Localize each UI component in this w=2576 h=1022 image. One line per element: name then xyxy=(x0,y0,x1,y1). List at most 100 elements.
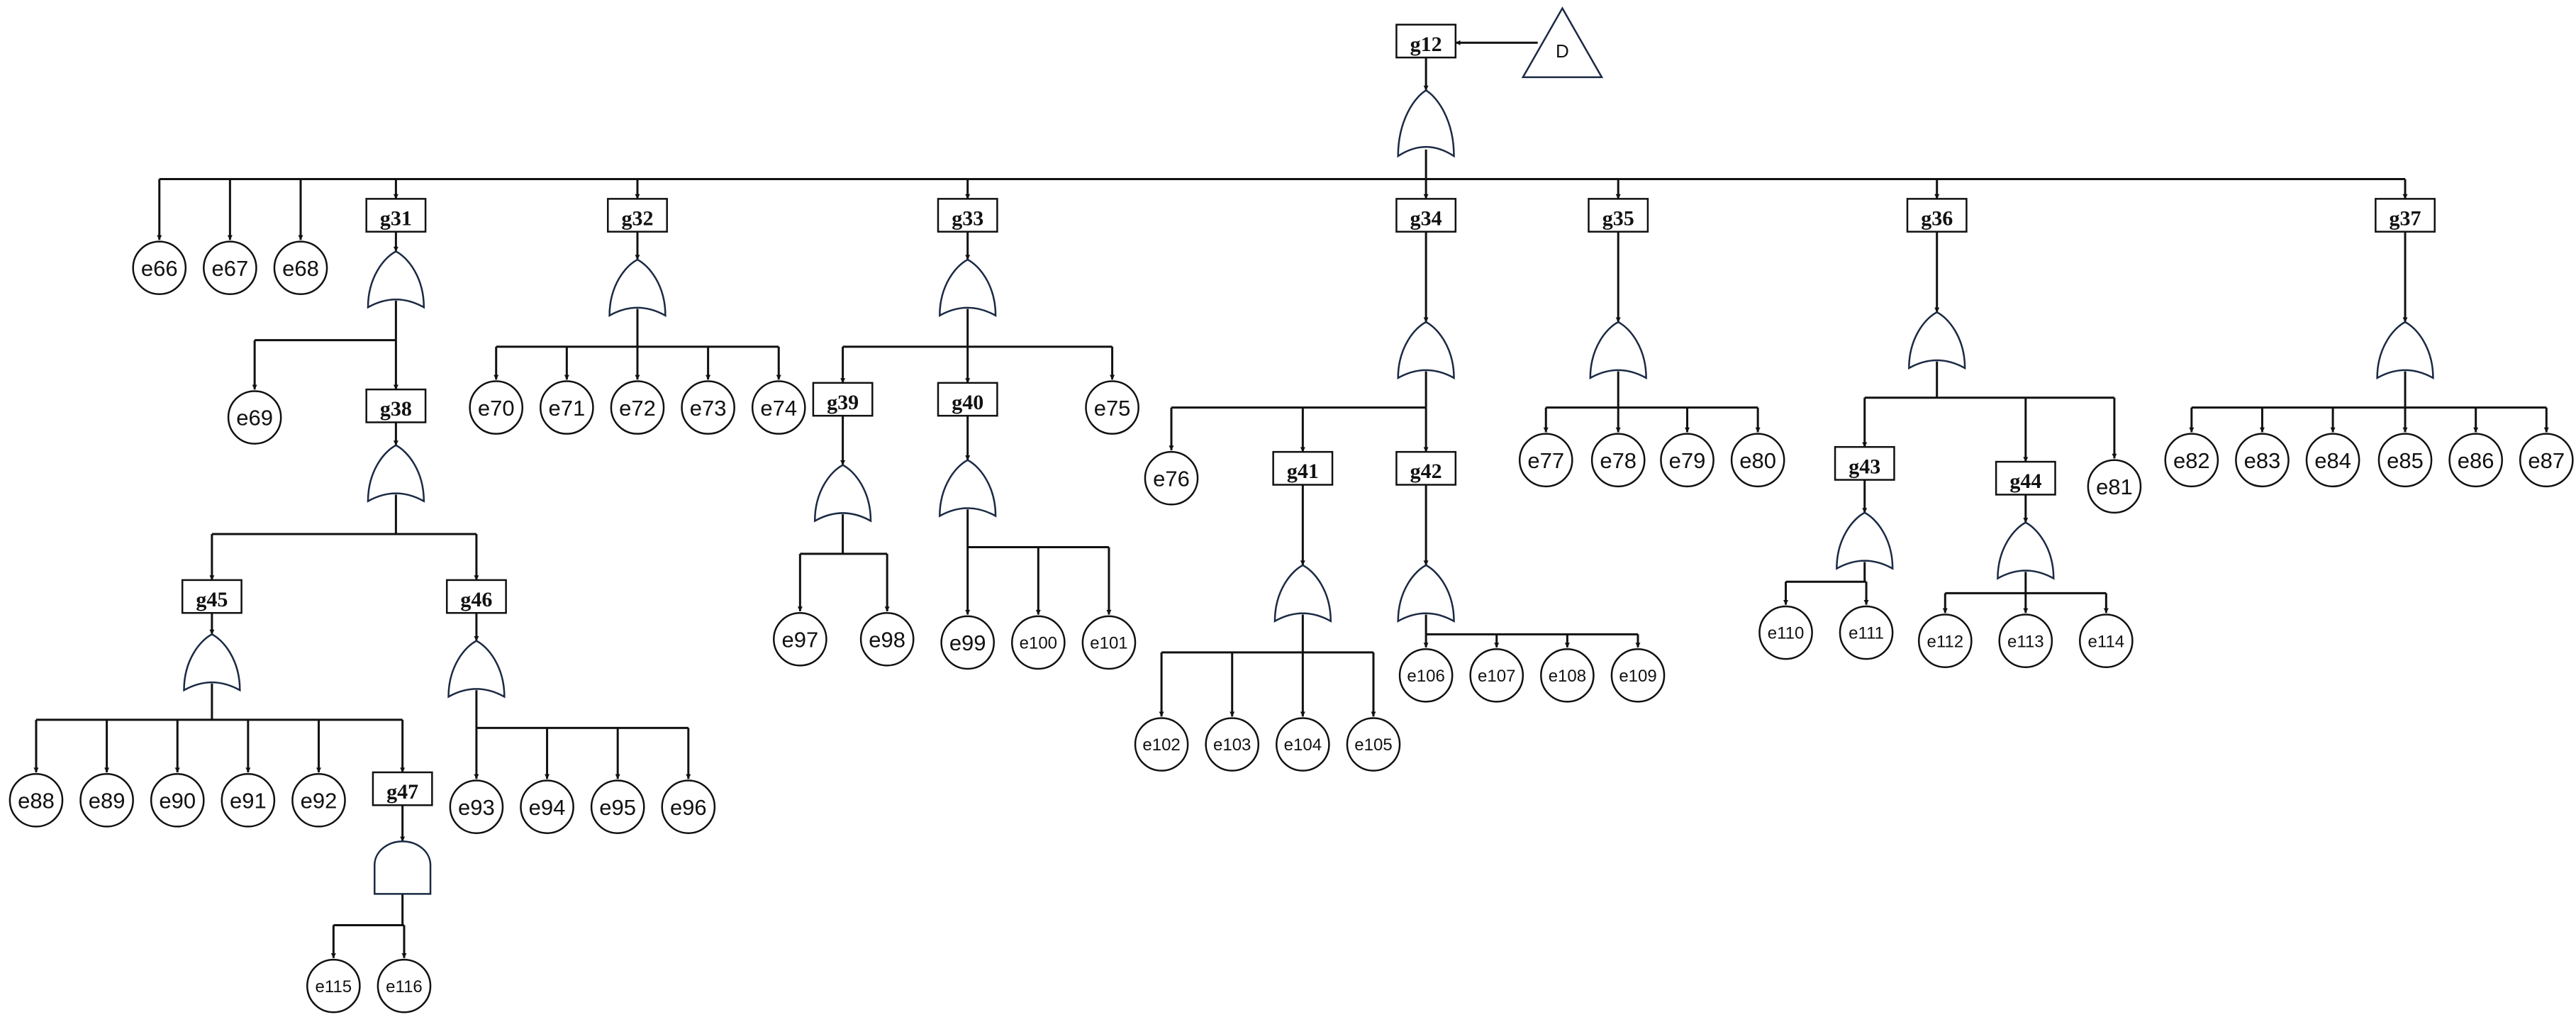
event-e77: e77 xyxy=(1518,433,1573,488)
or-gate-symbol xyxy=(447,640,506,699)
or-gate-symbol xyxy=(608,258,667,317)
event-e105: e105 xyxy=(1346,717,1401,772)
e102-label: e102 xyxy=(1142,735,1180,755)
basic-event-circle xyxy=(1540,648,1595,703)
event-e78: e78 xyxy=(1590,433,1646,488)
g41-box xyxy=(1272,450,1334,486)
e66-label: e66 xyxy=(141,256,178,281)
basic-event-circle xyxy=(610,380,665,435)
g42-label: g42 xyxy=(1410,460,1442,483)
event-e76: e76 xyxy=(1144,450,1199,506)
gate-g36: g36 xyxy=(1906,198,1968,370)
event-e90: e90 xyxy=(150,773,205,828)
g43-label: g43 xyxy=(1849,455,1880,478)
g44-label: g44 xyxy=(2009,470,2041,493)
e100-label: e100 xyxy=(1020,634,1057,653)
e69-label: e69 xyxy=(236,406,273,431)
gate-g45: g45 xyxy=(181,579,242,692)
g46-box xyxy=(445,579,507,614)
e108-label: e108 xyxy=(1549,667,1586,686)
event-e96: e96 xyxy=(661,779,716,834)
event-e109: e109 xyxy=(1610,648,1666,703)
event-e103: e103 xyxy=(1205,717,1260,772)
g38-box xyxy=(365,388,427,423)
gate-g41: g41 xyxy=(1272,450,1334,623)
event-e102: e102 xyxy=(1134,717,1189,772)
g44-box xyxy=(1995,460,2056,496)
basic-event-circle xyxy=(2377,433,2433,488)
basic-event-circle xyxy=(227,390,282,445)
basic-event-circle xyxy=(1730,433,1785,488)
or-gate-symbol xyxy=(1836,511,1894,570)
basic-event-circle xyxy=(273,240,328,295)
event-e112: e112 xyxy=(1917,613,1973,668)
e73-label: e73 xyxy=(690,396,727,421)
basic-event-circle xyxy=(1518,433,1573,488)
g36-label: g36 xyxy=(1921,206,1953,230)
or-gate-symbol xyxy=(1273,564,1332,623)
event-e84: e84 xyxy=(2305,433,2360,488)
e87-label: e87 xyxy=(2528,448,2565,473)
transfer-label: D xyxy=(1556,40,1569,62)
event-e113: e113 xyxy=(1998,613,2053,668)
basic-event-circle xyxy=(1398,648,1454,703)
event-e95: e95 xyxy=(590,779,645,834)
event-e92: e92 xyxy=(291,773,346,828)
basic-event-circle xyxy=(540,380,594,435)
e72-label: e72 xyxy=(619,396,656,421)
g38-label: g38 xyxy=(380,397,412,421)
gate-g12: g12 xyxy=(1395,23,1457,158)
basic-event-circle xyxy=(661,779,716,834)
e113-label: e113 xyxy=(2007,632,2044,651)
gate-g46: g46 xyxy=(445,579,507,699)
e97-label: e97 xyxy=(781,627,818,652)
gate-g33: g33 xyxy=(937,198,998,317)
basic-event-circle xyxy=(1144,450,1199,506)
event-e97: e97 xyxy=(773,611,827,667)
e86-label: e86 xyxy=(2458,448,2494,473)
or-gate-symbol xyxy=(1397,89,1455,158)
basic-event-circle xyxy=(2164,433,2219,488)
gate-g42: g42 xyxy=(1395,450,1457,623)
e106-label: e106 xyxy=(1407,667,1444,686)
event-e108: e108 xyxy=(1540,648,1595,703)
e83-label: e83 xyxy=(2244,448,2281,473)
e85-label: e85 xyxy=(2387,448,2424,473)
g39-box xyxy=(812,382,874,417)
basic-event-circle xyxy=(1660,433,1714,488)
event-e106: e106 xyxy=(1398,648,1454,703)
event-e91: e91 xyxy=(221,773,276,828)
g47-box xyxy=(372,771,433,806)
e78-label: e78 xyxy=(1600,448,1637,473)
basic-event-circle xyxy=(859,611,915,667)
g45-box xyxy=(181,579,242,614)
event-e101: e101 xyxy=(1081,615,1137,670)
or-gate-symbol xyxy=(1997,521,2055,580)
basic-event-circle xyxy=(1758,605,1813,660)
or-gate-symbol xyxy=(1397,321,1455,380)
gate-g47: g47 xyxy=(372,771,433,895)
event-e85: e85 xyxy=(2377,433,2433,488)
basic-event-circle xyxy=(1081,615,1137,670)
event-e110: e110 xyxy=(1758,605,1813,660)
g33-label: g33 xyxy=(952,206,983,230)
g35-box xyxy=(1588,198,1649,233)
basic-event-circle xyxy=(1085,380,1139,435)
or-gate-symbol xyxy=(367,444,425,503)
and-gate-symbol xyxy=(374,840,432,895)
basic-event-circle xyxy=(1590,433,1646,488)
g46-label: g46 xyxy=(460,588,492,611)
g12-box xyxy=(1395,23,1457,59)
gate-g31: g31 xyxy=(365,198,427,309)
event-e87: e87 xyxy=(2519,433,2574,488)
event-e72: e72 xyxy=(610,380,665,435)
g37-box xyxy=(2375,198,2436,233)
g36-box xyxy=(1906,198,1968,233)
basic-event-circle xyxy=(2235,433,2290,488)
basic-event-circle xyxy=(1839,605,1894,660)
basic-event-circle xyxy=(221,773,276,828)
e112-label: e112 xyxy=(1927,632,1963,651)
gate-g34: g34 xyxy=(1395,198,1457,380)
e90-label: e90 xyxy=(159,789,196,813)
basic-event-circle xyxy=(1134,717,1189,772)
